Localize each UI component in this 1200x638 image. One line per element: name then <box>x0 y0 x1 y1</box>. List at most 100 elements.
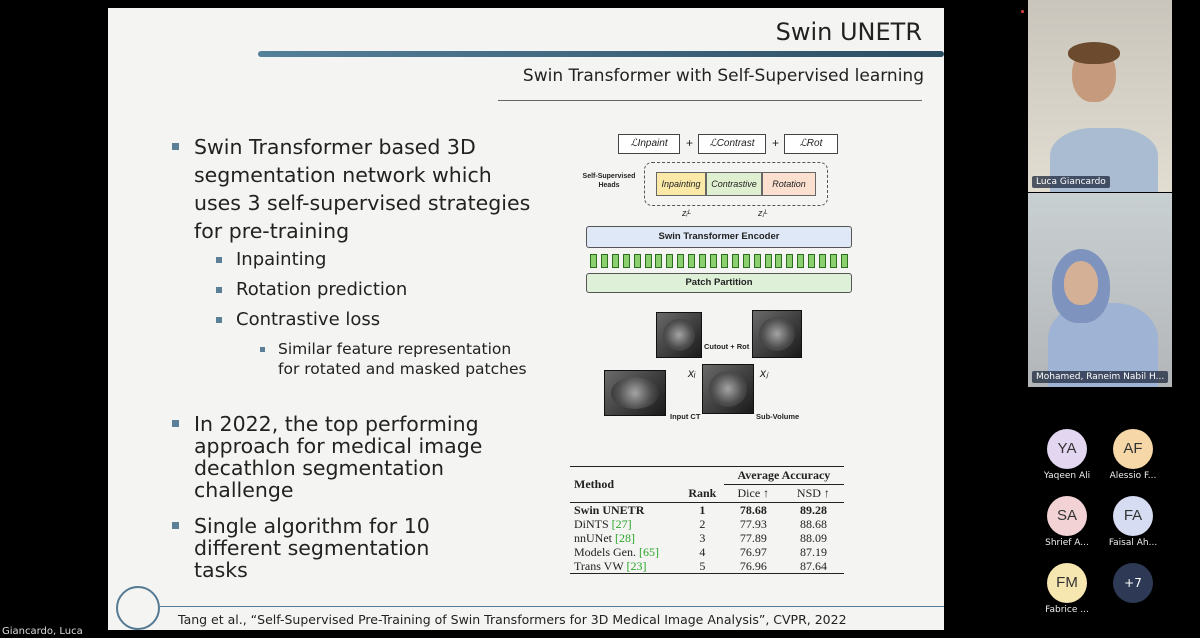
patch-token <box>633 254 641 268</box>
header-average-accuracy: Average Accuracy <box>723 466 844 485</box>
bullet-line: Swin Transformer based 3D <box>194 135 476 159</box>
method-name: Trans VW <box>574 559 624 573</box>
avatar: YA <box>1047 429 1087 469</box>
cell-method: Trans VW [23] <box>570 559 681 574</box>
video-tile-raneim[interactable]: Mohamed, Raneim Nabil H... <box>1028 193 1172 387</box>
cell-rank: 1 <box>699 503 706 517</box>
patch-token <box>655 254 663 268</box>
avatar-name: Yaqeen Ali <box>1043 471 1091 481</box>
bullet-sub-contrastive: Contrastive loss <box>172 305 592 335</box>
patch-token <box>611 254 619 268</box>
reference-link: [28] <box>615 531 635 545</box>
loss-rot-box: ℒRot <box>784 134 838 154</box>
cutout-rot-label: Cutout + Rot <box>704 342 750 351</box>
swin-encoder-block: Swin Transformer Encoder <box>586 226 852 248</box>
participant-avatar-sa[interactable]: SA Shrief A... <box>1032 496 1102 548</box>
heads-container <box>644 162 828 206</box>
method-name: Models Gen. <box>574 545 636 559</box>
bullet-line: challenge <box>194 478 294 502</box>
bullet-line: decathlon segmentation <box>194 456 444 480</box>
bullet-main-3: Single algorithm for 10 different segmen… <box>172 515 592 581</box>
citation-text: Tang et al., “Self-Supervised Pre-Traini… <box>178 612 847 627</box>
bullet-line: for pre-training <box>194 219 350 243</box>
more-participants-badge: +7 <box>1113 563 1153 603</box>
participant-avatar-fm[interactable]: FM Fabrice ... <box>1032 563 1102 615</box>
avatar: AF <box>1113 429 1153 469</box>
footer-divider <box>160 606 944 607</box>
more-participants-button[interactable]: +7 <box>1098 563 1168 603</box>
loss-contrast-box: ℒContrast <box>698 134 766 154</box>
patch-token <box>829 254 837 268</box>
patch-token <box>775 254 783 268</box>
slide-subtitle: Swin Transformer with Self-Supervised le… <box>522 66 924 86</box>
avatar: FM <box>1047 563 1087 603</box>
patch-token <box>688 254 696 268</box>
cell-dice: 77.89 <box>739 531 767 545</box>
avatar-name: Shrief A... <box>1045 538 1089 548</box>
video-tile-luca[interactable]: Luca Giancardo <box>1028 0 1172 192</box>
architecture-diagram: ℒInpaint + ℒContrast + ℒRot Self-Supervi… <box>576 128 866 428</box>
avatar-name: Faisal Ah... <box>1108 538 1158 548</box>
patch-partition-block: Patch Partition <box>586 273 852 293</box>
bullet-line: uses 3 self-supervised strategies <box>194 191 531 215</box>
bullet-main-2: In 2022, the top performing approach for… <box>172 413 592 501</box>
cell-dice: 76.96 <box>739 559 767 573</box>
patch-token <box>644 254 652 268</box>
input-ct-label: Input CT <box>670 412 701 421</box>
bullet-sub-inpainting: Inpainting <box>172 245 592 275</box>
cell-dice: 78.68 <box>739 503 767 517</box>
bullet-subsub-1: Similar feature representation for rotat… <box>172 339 592 379</box>
method-name: Swin UNETR <box>574 503 645 517</box>
participant-avatar-af[interactable]: AF Alessio F... <box>1098 429 1168 481</box>
bullet-line: In 2022, the top performing <box>194 412 479 436</box>
avatar: FA <box>1113 496 1153 536</box>
patch-token <box>819 254 827 268</box>
patch-token <box>699 254 707 268</box>
cell-dice: 77.93 <box>739 517 767 531</box>
slide-logo-circle <box>116 586 160 630</box>
bullet-line: approach for medical image <box>194 434 483 458</box>
participant-avatar-ya[interactable]: YA Yaqeen Ali <box>1032 429 1102 481</box>
reference-link: [23] <box>626 559 647 573</box>
recording-dot <box>1021 10 1024 13</box>
accuracy-table: Method Rank Average Accuracy Dice ↑ NSD … <box>570 466 844 574</box>
participant-avatar-fa[interactable]: FA Faisal Ah... <box>1098 496 1168 548</box>
title-divider <box>258 51 944 57</box>
bullet-line: segmentation network which <box>194 163 492 187</box>
patch-token <box>786 254 794 268</box>
header-dice: Dice ↑ <box>737 486 770 500</box>
z-i-label: zᵢᴸ <box>682 208 692 218</box>
cell-nsd: 88.68 <box>799 517 827 531</box>
cell-rank: 3 <box>699 531 706 545</box>
presenter-label: Giancardo, Luca <box>2 626 83 637</box>
header-method: Method <box>574 477 614 491</box>
video-name-tag: Luca Giancardo <box>1032 176 1110 188</box>
person-hair <box>1068 42 1120 64</box>
ct-cube-left <box>656 312 702 358</box>
head-rotation: Rotation <box>762 172 816 196</box>
patch-token <box>677 254 685 268</box>
sub-volume-cube <box>702 364 754 414</box>
avatar-name: Alessio F... <box>1109 471 1157 481</box>
reference-link: [27] <box>611 517 632 531</box>
cell-rank: 5 <box>699 559 706 573</box>
token-row <box>590 254 848 268</box>
head-inpainting: Inpainting <box>656 172 706 196</box>
cell-nsd: 88.09 <box>799 531 827 545</box>
loss-inpaint-box: ℒInpaint <box>618 134 680 154</box>
patch-token <box>731 254 739 268</box>
person-face <box>1064 261 1098 305</box>
ct-cube-right <box>752 310 802 358</box>
cell-rank: 2 <box>699 517 706 531</box>
patch-token <box>797 254 805 268</box>
bullet-line: Single algorithm for 10 <box>194 514 430 538</box>
x-i-label: xᵢ <box>688 366 696 380</box>
patch-token <box>742 254 750 268</box>
x-j-label: xⱼ <box>760 366 769 380</box>
patch-token <box>590 254 597 268</box>
bullet-line: different segmentation <box>194 536 430 560</box>
